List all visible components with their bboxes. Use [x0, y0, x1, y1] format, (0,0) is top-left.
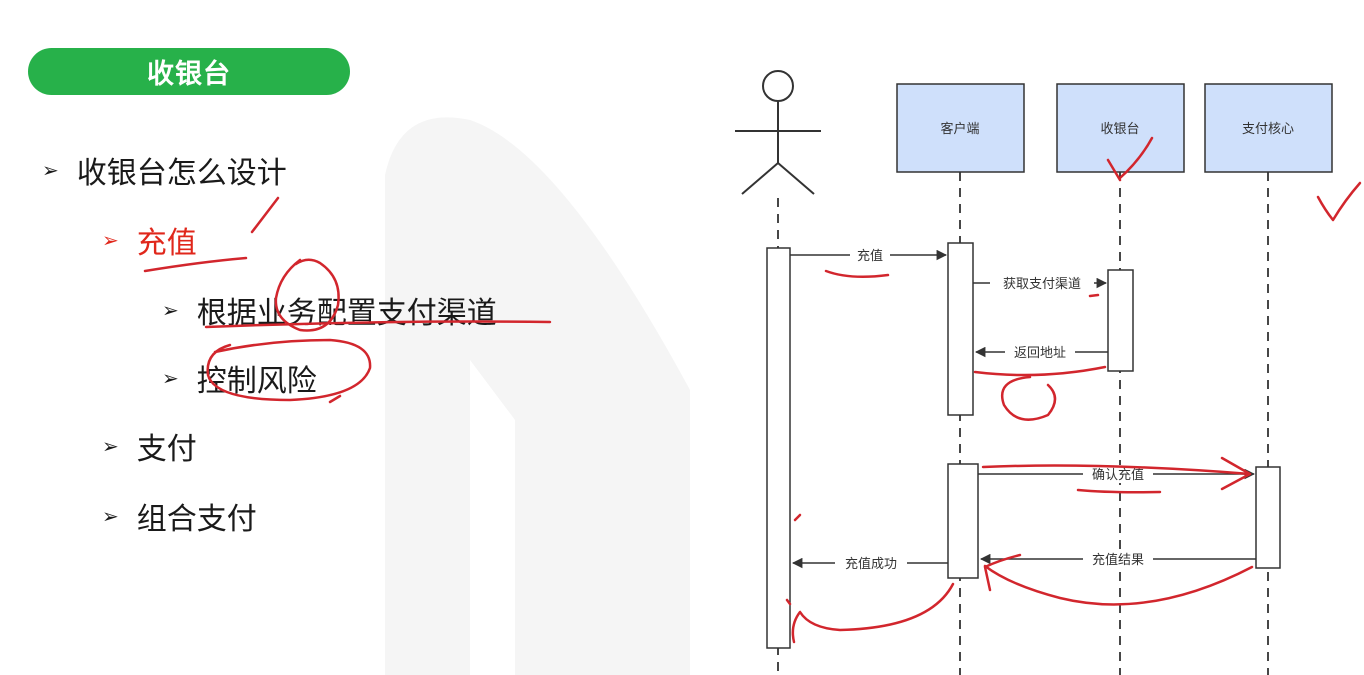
bullet-arrow-icon: ➢ — [162, 298, 179, 322]
message-label: 获取支付渠道 — [1003, 277, 1081, 292]
outline-item: ➢ 收银台怎么设计 — [42, 148, 287, 192]
message-label: 确认充值 — [1092, 467, 1144, 483]
message-label: 充值 — [857, 248, 883, 264]
bullet-arrow-icon: ➢ — [42, 158, 59, 182]
participant-label-client: 客户端 — [940, 121, 979, 137]
bullet-arrow-icon: ➢ — [162, 366, 179, 390]
outline-item-label: 支付 — [136, 432, 197, 467]
participant-box-client — [896, 83, 1025, 173]
participant-label-payment-core: 支付核心 — [1242, 122, 1294, 137]
message-arrows — [790, 249, 1256, 569]
outline-item-highlighted: ➢ 充值 — [102, 218, 197, 262]
section-title: 收银台 — [147, 59, 231, 90]
user-actor-icon — [735, 70, 821, 195]
activation-bars — [766, 242, 1281, 649]
outline-item: ➢ 组合支付 — [102, 494, 257, 538]
message-label: 充值成功 — [845, 556, 897, 572]
section-title-pill: 收银台 — [28, 48, 350, 95]
outline-item: ➢ 支付 — [102, 424, 197, 468]
bullet-arrow-icon: ➢ — [102, 504, 119, 528]
message-labels: 充值 获取支付渠道 返回地址 确认充值 充值结果 充值成功 — [835, 246, 1153, 572]
bullet-arrow-icon: ➢ — [102, 228, 119, 252]
outline-item-label: 收银台怎么设计 — [76, 156, 287, 191]
outline-item-label: 组合支付 — [136, 502, 257, 537]
participant-box-payment-core — [1204, 83, 1333, 173]
message-label: 充值结果 — [1092, 552, 1144, 568]
bullet-arrow-icon: ➢ — [102, 434, 119, 458]
participant-label-cashier: 收银台 — [1100, 122, 1139, 137]
outline-item-label: 充值 — [136, 226, 197, 261]
message-label: 返回地址 — [1014, 346, 1066, 361]
